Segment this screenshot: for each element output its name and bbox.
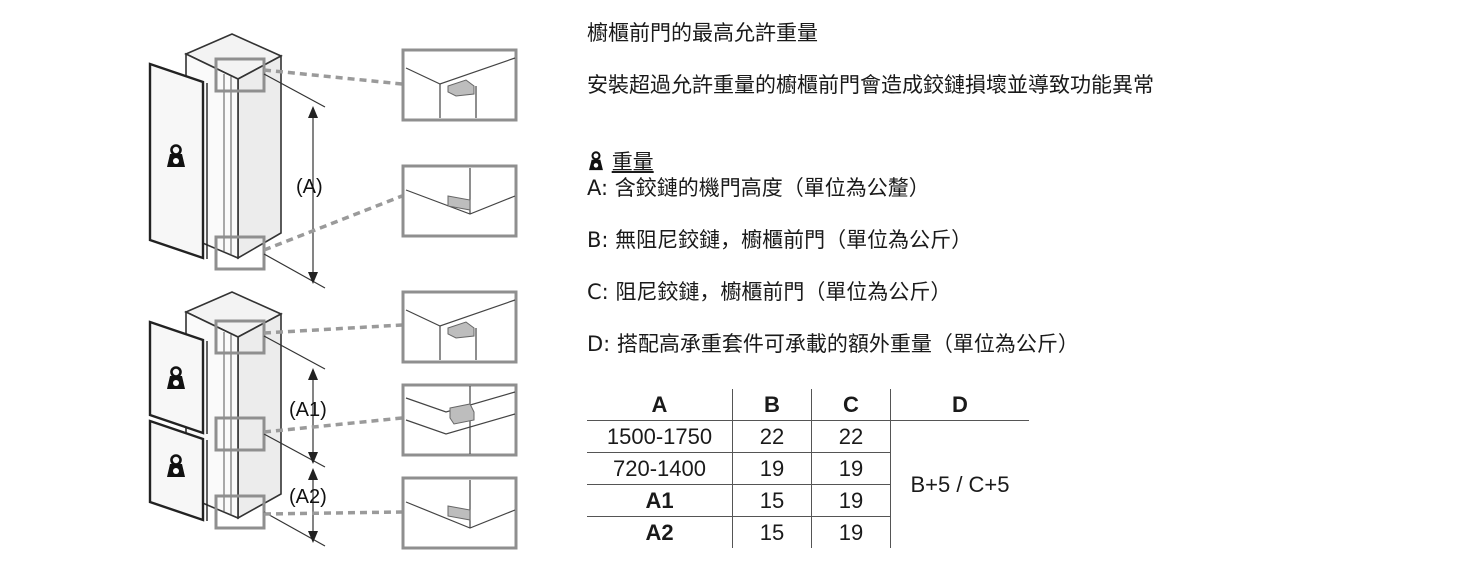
table-cell: 720-1400 — [587, 452, 733, 485]
table-header: A — [587, 389, 733, 421]
table-cell: 19 — [811, 516, 891, 548]
label-a1: (A1) — [289, 399, 327, 421]
table-cell: 15 — [732, 484, 812, 517]
label-a2: (A2) — [289, 486, 327, 508]
detail-top-hinge-double — [401, 290, 518, 364]
upper-hinge-highlight — [214, 57, 266, 93]
lower-hinge-highlight — [214, 235, 266, 271]
legend-weight-label: 重量 — [611, 150, 654, 174]
detail-top-hinge — [401, 48, 518, 122]
table-row: A1 15 19 — [587, 484, 1029, 517]
detail-middle-hinge — [401, 383, 518, 457]
table-cell-d: B+5 / C+5 — [890, 420, 1029, 548]
legend-b: B: 無阻尼鉸鏈，櫥櫃前門（單位為公斤） — [587, 228, 973, 252]
legend-a: A: 含鉸鏈的機門高度（單位為公釐） — [587, 176, 930, 200]
table-header: D — [890, 389, 1029, 421]
weight-icon — [589, 151, 603, 171]
legend-c: C: 阻尼鉸鏈，櫥櫃前門（單位為公斤） — [587, 280, 952, 304]
table-header-row: A B C D — [587, 389, 1029, 421]
table-row: 720-1400 19 19 — [587, 452, 1029, 485]
table-header: B — [732, 389, 812, 421]
table-cell: 1500-1750 — [587, 420, 733, 453]
lower-hinge-highlight — [214, 494, 266, 530]
table-cell: 19 — [811, 452, 891, 485]
table-row: A2 15 19 — [587, 516, 1029, 548]
warning-body: 安裝超過允許重量的櫥櫃前門會造成鉸鏈損壞並導致功能異常 — [587, 73, 1154, 97]
table-cell: A2 — [645, 519, 674, 545]
legend-d: D: 搭配高承重套件可承載的額外重量（單位為公斤） — [587, 332, 1079, 356]
table-cell: 22 — [732, 420, 812, 453]
table-cell: 19 — [732, 452, 812, 485]
detail-bottom-hinge — [401, 164, 518, 238]
table-cell: A1 — [587, 484, 733, 517]
warning-title: 櫥櫃前門的最高允許重量 — [587, 21, 818, 45]
table-cell: 19 — [811, 484, 891, 517]
table-header: C — [811, 389, 891, 421]
upper-hinge-highlight — [214, 319, 266, 355]
detail-bottom-hinge-double — [401, 476, 518, 550]
table-row: 1500-1750 22 22 B+5 / C+5 — [587, 420, 1029, 548]
table-cell: 22 — [811, 420, 891, 453]
legend-weight: 重量 — [587, 151, 654, 173]
table-cell: 15 — [732, 516, 812, 548]
label-a: (A) — [296, 176, 323, 198]
single-door-appliance — [148, 33, 283, 260]
hinge-weight-table: A B C D 1500-1750 22 22 B+5 / C+5 720-14… — [587, 389, 1029, 548]
